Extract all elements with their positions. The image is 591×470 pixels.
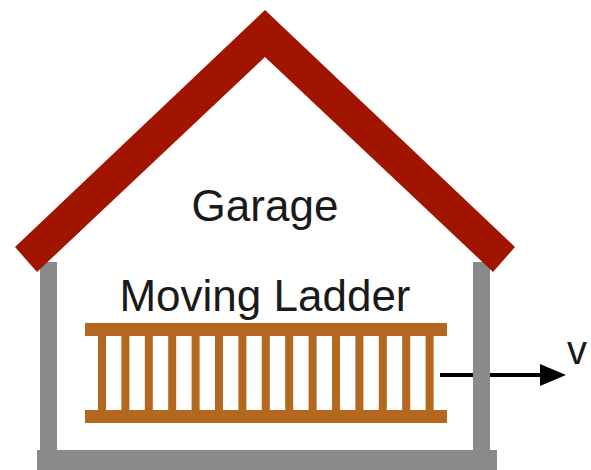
roof (15, 10, 515, 272)
left-wall (40, 262, 57, 454)
arrow-shaft (440, 373, 545, 377)
arrow-head (540, 364, 566, 386)
ladder-rung (168, 336, 176, 410)
ladder-rail (85, 410, 447, 423)
ladder-rung (379, 336, 387, 410)
ladder-rung (98, 336, 106, 410)
ladder-rung (426, 336, 434, 410)
garage-label: Garage (15, 181, 515, 231)
ladder-rung (262, 336, 270, 410)
ladder-rung (355, 336, 363, 410)
velocity-label: v (567, 328, 587, 372)
ladder-rung (332, 336, 340, 410)
ladder-rail (85, 323, 447, 336)
ladder-rung (402, 336, 410, 410)
ladder-rung (145, 336, 153, 410)
ladder-rung (285, 336, 293, 410)
ladder-rung (215, 336, 223, 410)
ladder-rung (309, 336, 317, 410)
moving-ladder: Moving Ladder (80, 267, 450, 432)
ladder-rung (238, 336, 246, 410)
garage-building: GarageMoving Ladder (15, 5, 515, 470)
ladder-rung (192, 336, 200, 410)
ladder-rung (121, 336, 129, 410)
right-wall (473, 262, 490, 454)
floor (37, 450, 497, 470)
ladder-label: Moving Ladder (80, 271, 450, 321)
